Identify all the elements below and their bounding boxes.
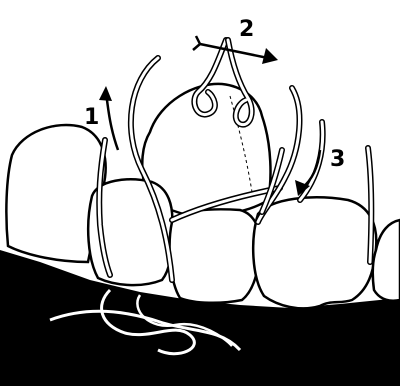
step-label-2: 2 [239, 17, 254, 42]
tooth-fourth [253, 197, 376, 308]
arrow-2-horizontal [193, 36, 278, 64]
step-label-3: 3 [330, 147, 345, 172]
arrow-1-up [99, 86, 118, 150]
tooth-third [170, 209, 261, 302]
step-label-1: 1 [84, 105, 99, 130]
